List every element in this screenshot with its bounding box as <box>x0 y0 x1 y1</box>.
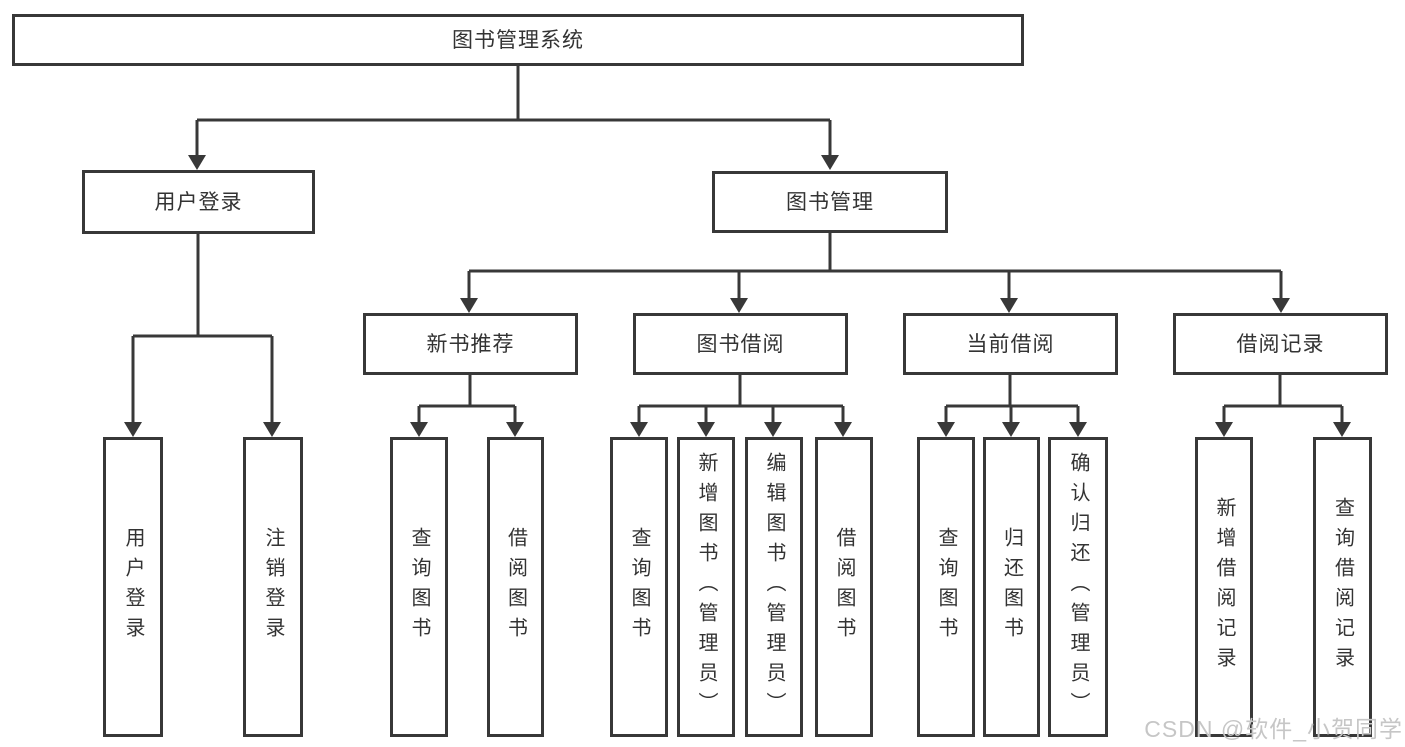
connector-line-paths <box>131 66 1344 424</box>
node-new-book-recommend-label: 新书推荐 <box>426 332 515 356</box>
leaf-query-books-3-label: 查询图书 <box>935 527 957 647</box>
leaf-query-books-2: 查询图书 <box>610 437 668 737</box>
leaf-query-borrow-record: 查询借阅记录 <box>1313 437 1372 737</box>
leaf-user-login-label: 用户登录 <box>122 527 144 647</box>
leaf-return-book-label: 归还图书 <box>1000 527 1023 647</box>
leaf-add-borrow-record: 新增借阅记录 <box>1195 437 1253 737</box>
leaf-add-borrow-record-label: 新增借阅记录 <box>1213 497 1235 677</box>
leaf-return-book: 归还图书 <box>983 437 1040 737</box>
leaf-logout: 注销登录 <box>243 437 303 737</box>
leaf-add-book-admin-label: 新增图书（管理员） <box>695 452 717 722</box>
leaf-user-login: 用户登录 <box>103 437 163 737</box>
leaf-query-books-1-label: 查询图书 <box>408 527 430 647</box>
node-borrow-records: 借阅记录 <box>1173 313 1388 375</box>
node-library-system-label: 图书管理系统 <box>452 28 584 52</box>
leaf-query-books-1: 查询图书 <box>390 437 448 737</box>
node-book-management: 图书管理 <box>712 171 948 233</box>
leaf-query-books-3: 查询图书 <box>917 437 975 737</box>
node-borrow-records-label: 借阅记录 <box>1236 332 1325 356</box>
node-new-book-recommend: 新书推荐 <box>363 313 578 375</box>
leaf-edit-book-admin: 编辑图书（管理员） <box>745 437 803 737</box>
leaf-borrow-books-1-label: 借阅图书 <box>504 527 527 647</box>
leaf-confirm-return-admin-label: 确认归还（管理员） <box>1067 452 1089 722</box>
node-book-borrow: 图书借阅 <box>633 313 848 375</box>
watermark: CSDN @软件_小贺同学 <box>1144 716 1403 742</box>
leaf-query-borrow-record-label: 查询借阅记录 <box>1331 497 1354 677</box>
node-current-borrow: 当前借阅 <box>903 313 1118 375</box>
leaf-edit-book-admin-label: 编辑图书（管理员） <box>763 452 785 722</box>
leaf-confirm-return-admin: 确认归还（管理员） <box>1048 437 1108 737</box>
leaf-query-books-2-label: 查询图书 <box>628 527 650 647</box>
node-user-login-group-label: 用户登录 <box>154 190 243 214</box>
leaf-borrow-books-2: 借阅图书 <box>815 437 873 737</box>
leaf-add-book-admin: 新增图书（管理员） <box>677 437 735 737</box>
node-book-borrow-label: 图书借阅 <box>696 332 785 356</box>
node-library-system: 图书管理系统 <box>12 14 1024 66</box>
node-current-borrow-label: 当前借阅 <box>966 332 1055 356</box>
node-book-management-label: 图书管理 <box>786 190 874 214</box>
leaf-borrow-books-2-label: 借阅图书 <box>833 527 855 647</box>
node-user-login-group: 用户登录 <box>82 170 315 234</box>
leaf-logout-label: 注销登录 <box>262 527 284 647</box>
leaf-borrow-books-1: 借阅图书 <box>487 437 544 737</box>
